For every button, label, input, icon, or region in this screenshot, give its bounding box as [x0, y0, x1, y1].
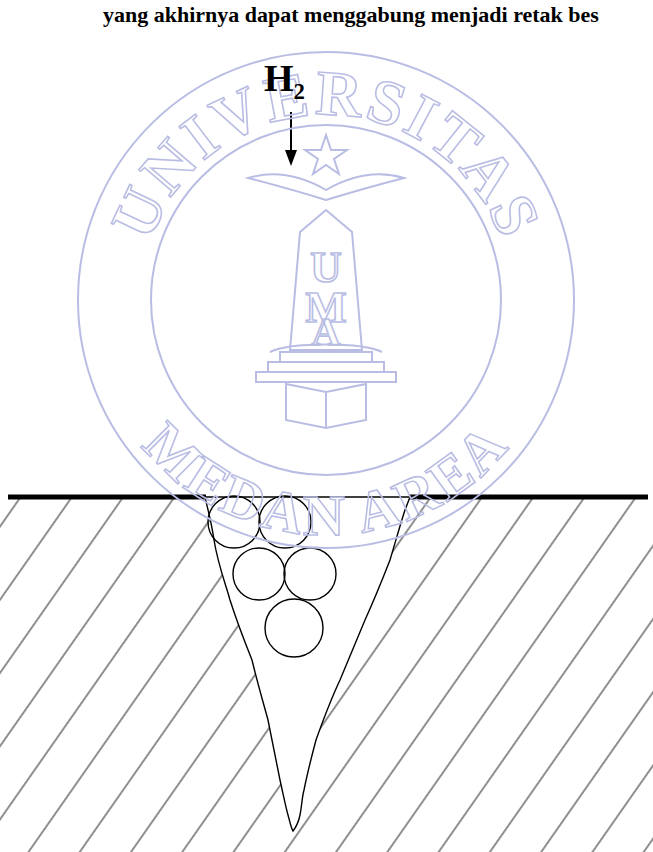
gas-label: H₂	[264, 56, 305, 100]
metal-hatching	[0, 497, 653, 852]
arrow-head	[285, 150, 297, 166]
watermark-logo	[78, 52, 574, 548]
watermark-text: MEDAN AREA	[131, 410, 521, 548]
watermark-text: MEDAN AREA	[131, 410, 521, 548]
watermark-letter: A	[312, 309, 341, 354]
watermark-text: UNIVERSITAS	[97, 57, 555, 249]
watermark-text: UNIVERSITAS	[97, 57, 555, 249]
body-text: yang akhirnya dapat menggabung menjadi r…	[103, 2, 599, 28]
